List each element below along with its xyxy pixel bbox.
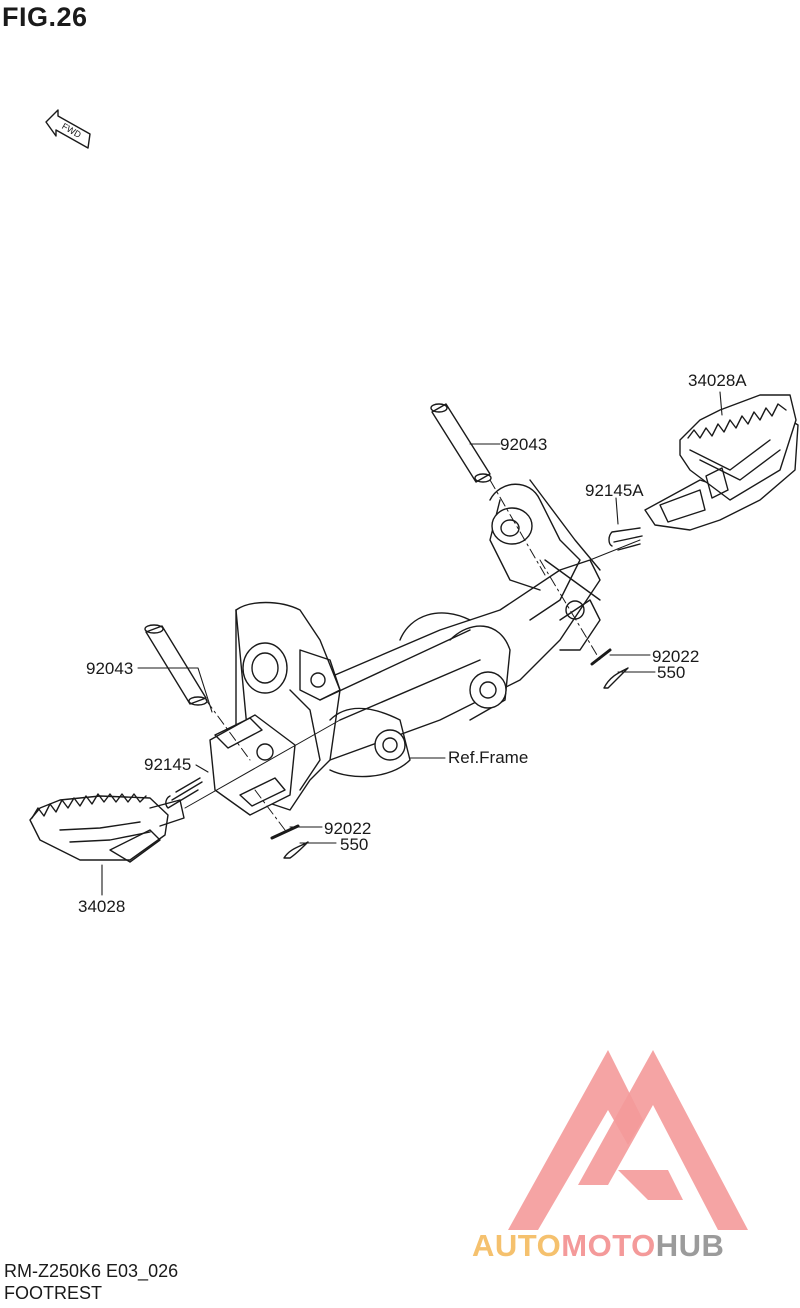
- fwd-arrow-icon: FWD: [45, 109, 91, 149]
- label-washer-left: 92022: [324, 819, 372, 838]
- label-spring-left: 92145: [144, 755, 192, 774]
- cotter-right-part: [603, 667, 629, 689]
- wordmark-moto: MOTO: [561, 1228, 656, 1263]
- label-pin-upper: 92043: [500, 435, 548, 454]
- label-spring-right: 92145A: [585, 481, 644, 500]
- wordmark-hub: HUB: [655, 1228, 725, 1263]
- label-cotter-left: 550: [340, 835, 369, 854]
- label-footrest-right: 34028A: [688, 371, 747, 390]
- wordmark-auto: AUTO: [472, 1228, 562, 1263]
- label-washer-right: 92022: [652, 647, 700, 666]
- figure-title: FIG.26: [2, 2, 88, 32]
- label-footrest-left: 34028: [78, 897, 126, 916]
- cotter-left-part: [283, 841, 309, 859]
- model-code: RM-Z250K6 E03_026: [4, 1261, 179, 1281]
- pin-upper-part: [430, 403, 492, 483]
- label-cotter-right: 550: [657, 663, 686, 682]
- section-name: FOOTREST: [4, 1283, 102, 1303]
- automotohub-logo: [508, 1050, 748, 1230]
- footrest-right-part: [644, 394, 799, 531]
- spring-right-part: [608, 527, 643, 551]
- washer-left-part: [270, 824, 300, 840]
- washer-right-part: [590, 648, 612, 666]
- pin-left-part: [144, 624, 208, 706]
- automotohub-wordmark: AUTOMOTOHUB: [472, 1228, 724, 1264]
- label-frame-ref: Ref.Frame: [448, 748, 529, 767]
- spring-left-part: [165, 777, 203, 809]
- label-pin-left: 92043: [86, 659, 134, 678]
- footrest-left-part: [29, 793, 185, 863]
- left-bracket-part: [209, 714, 296, 816]
